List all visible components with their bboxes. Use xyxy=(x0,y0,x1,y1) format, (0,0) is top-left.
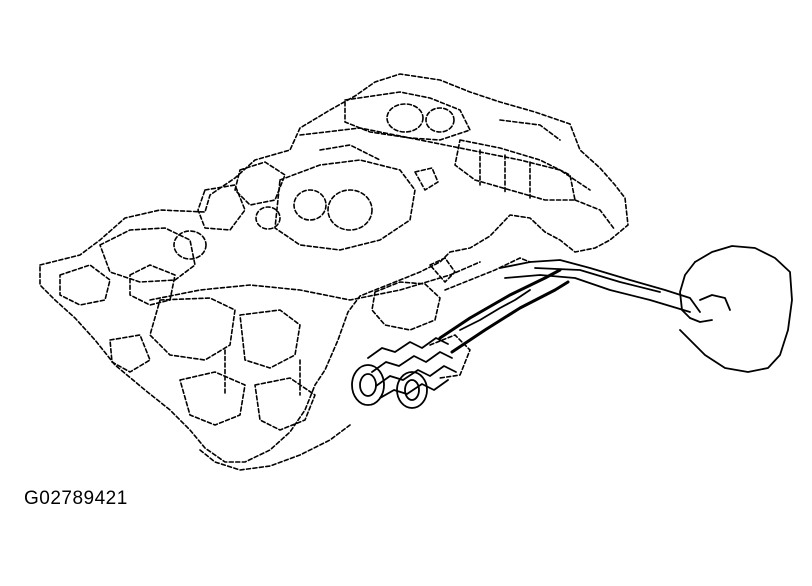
figure-code: G02789421 xyxy=(24,488,128,509)
spring-plug-assembly xyxy=(351,257,531,409)
lower-plate-detail xyxy=(109,297,316,431)
central-bores xyxy=(197,144,439,251)
screwdriver-icon xyxy=(438,259,701,354)
upper-bores xyxy=(344,91,616,231)
valve-body-outline xyxy=(39,73,629,471)
hand-icon xyxy=(679,245,793,373)
